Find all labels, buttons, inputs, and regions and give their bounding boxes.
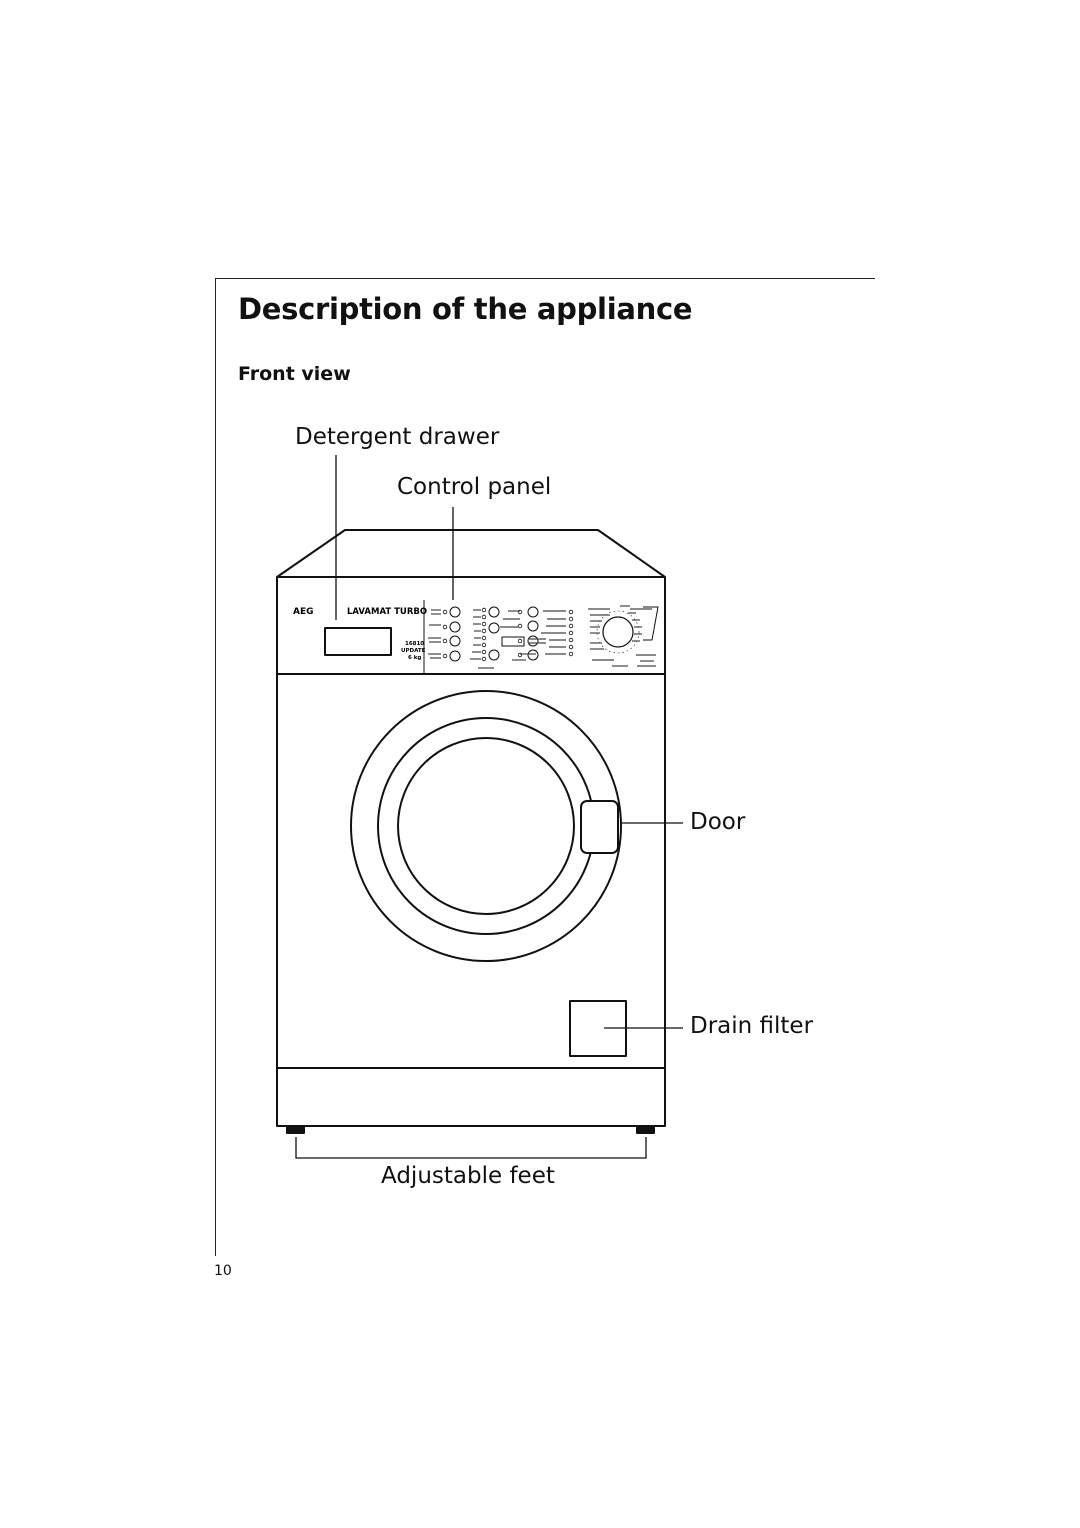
model-variant: UPDATE xyxy=(401,648,426,654)
door-middle-ring xyxy=(377,717,595,935)
top-rule xyxy=(215,278,875,279)
door-glass xyxy=(397,737,575,915)
door-handle xyxy=(580,800,619,854)
left-foot xyxy=(286,1125,305,1134)
brand-logo: AEG xyxy=(293,607,314,617)
panel-label-marks xyxy=(428,605,656,669)
machine-body xyxy=(276,673,666,1069)
detergent-drawer-label: Detergent drawer xyxy=(295,424,500,450)
right-foot xyxy=(636,1125,655,1134)
machine-plinth xyxy=(276,1068,666,1127)
page-number: 10 xyxy=(214,1263,232,1279)
panel-buttons xyxy=(449,606,539,662)
adjustable-feet-label: Adjustable feet xyxy=(381,1163,555,1189)
program-dial xyxy=(602,616,634,648)
control-panel-label: Control panel xyxy=(397,474,552,500)
page-title: Description of the appliance xyxy=(238,292,693,326)
left-margin-rule xyxy=(215,278,216,1256)
model-name: LAVAMAT TURBO xyxy=(347,607,427,617)
program-legend-box xyxy=(643,606,659,641)
drain-filter-label: Drain filter xyxy=(690,1013,814,1039)
adjustable-feet-bracket xyxy=(295,1137,647,1159)
machine-top-lid xyxy=(276,529,666,578)
panel-indicator-leds xyxy=(442,607,574,662)
section-subtitle: Front view xyxy=(238,363,351,385)
model-number: 16810 xyxy=(405,641,424,647)
door-label: Door xyxy=(690,809,746,835)
dial-marks xyxy=(596,610,640,654)
panel-display xyxy=(501,636,525,647)
capacity-mark: 6 kg xyxy=(408,655,421,661)
door-outer-ring xyxy=(350,690,622,962)
detergent-drawer-handle xyxy=(324,627,392,656)
